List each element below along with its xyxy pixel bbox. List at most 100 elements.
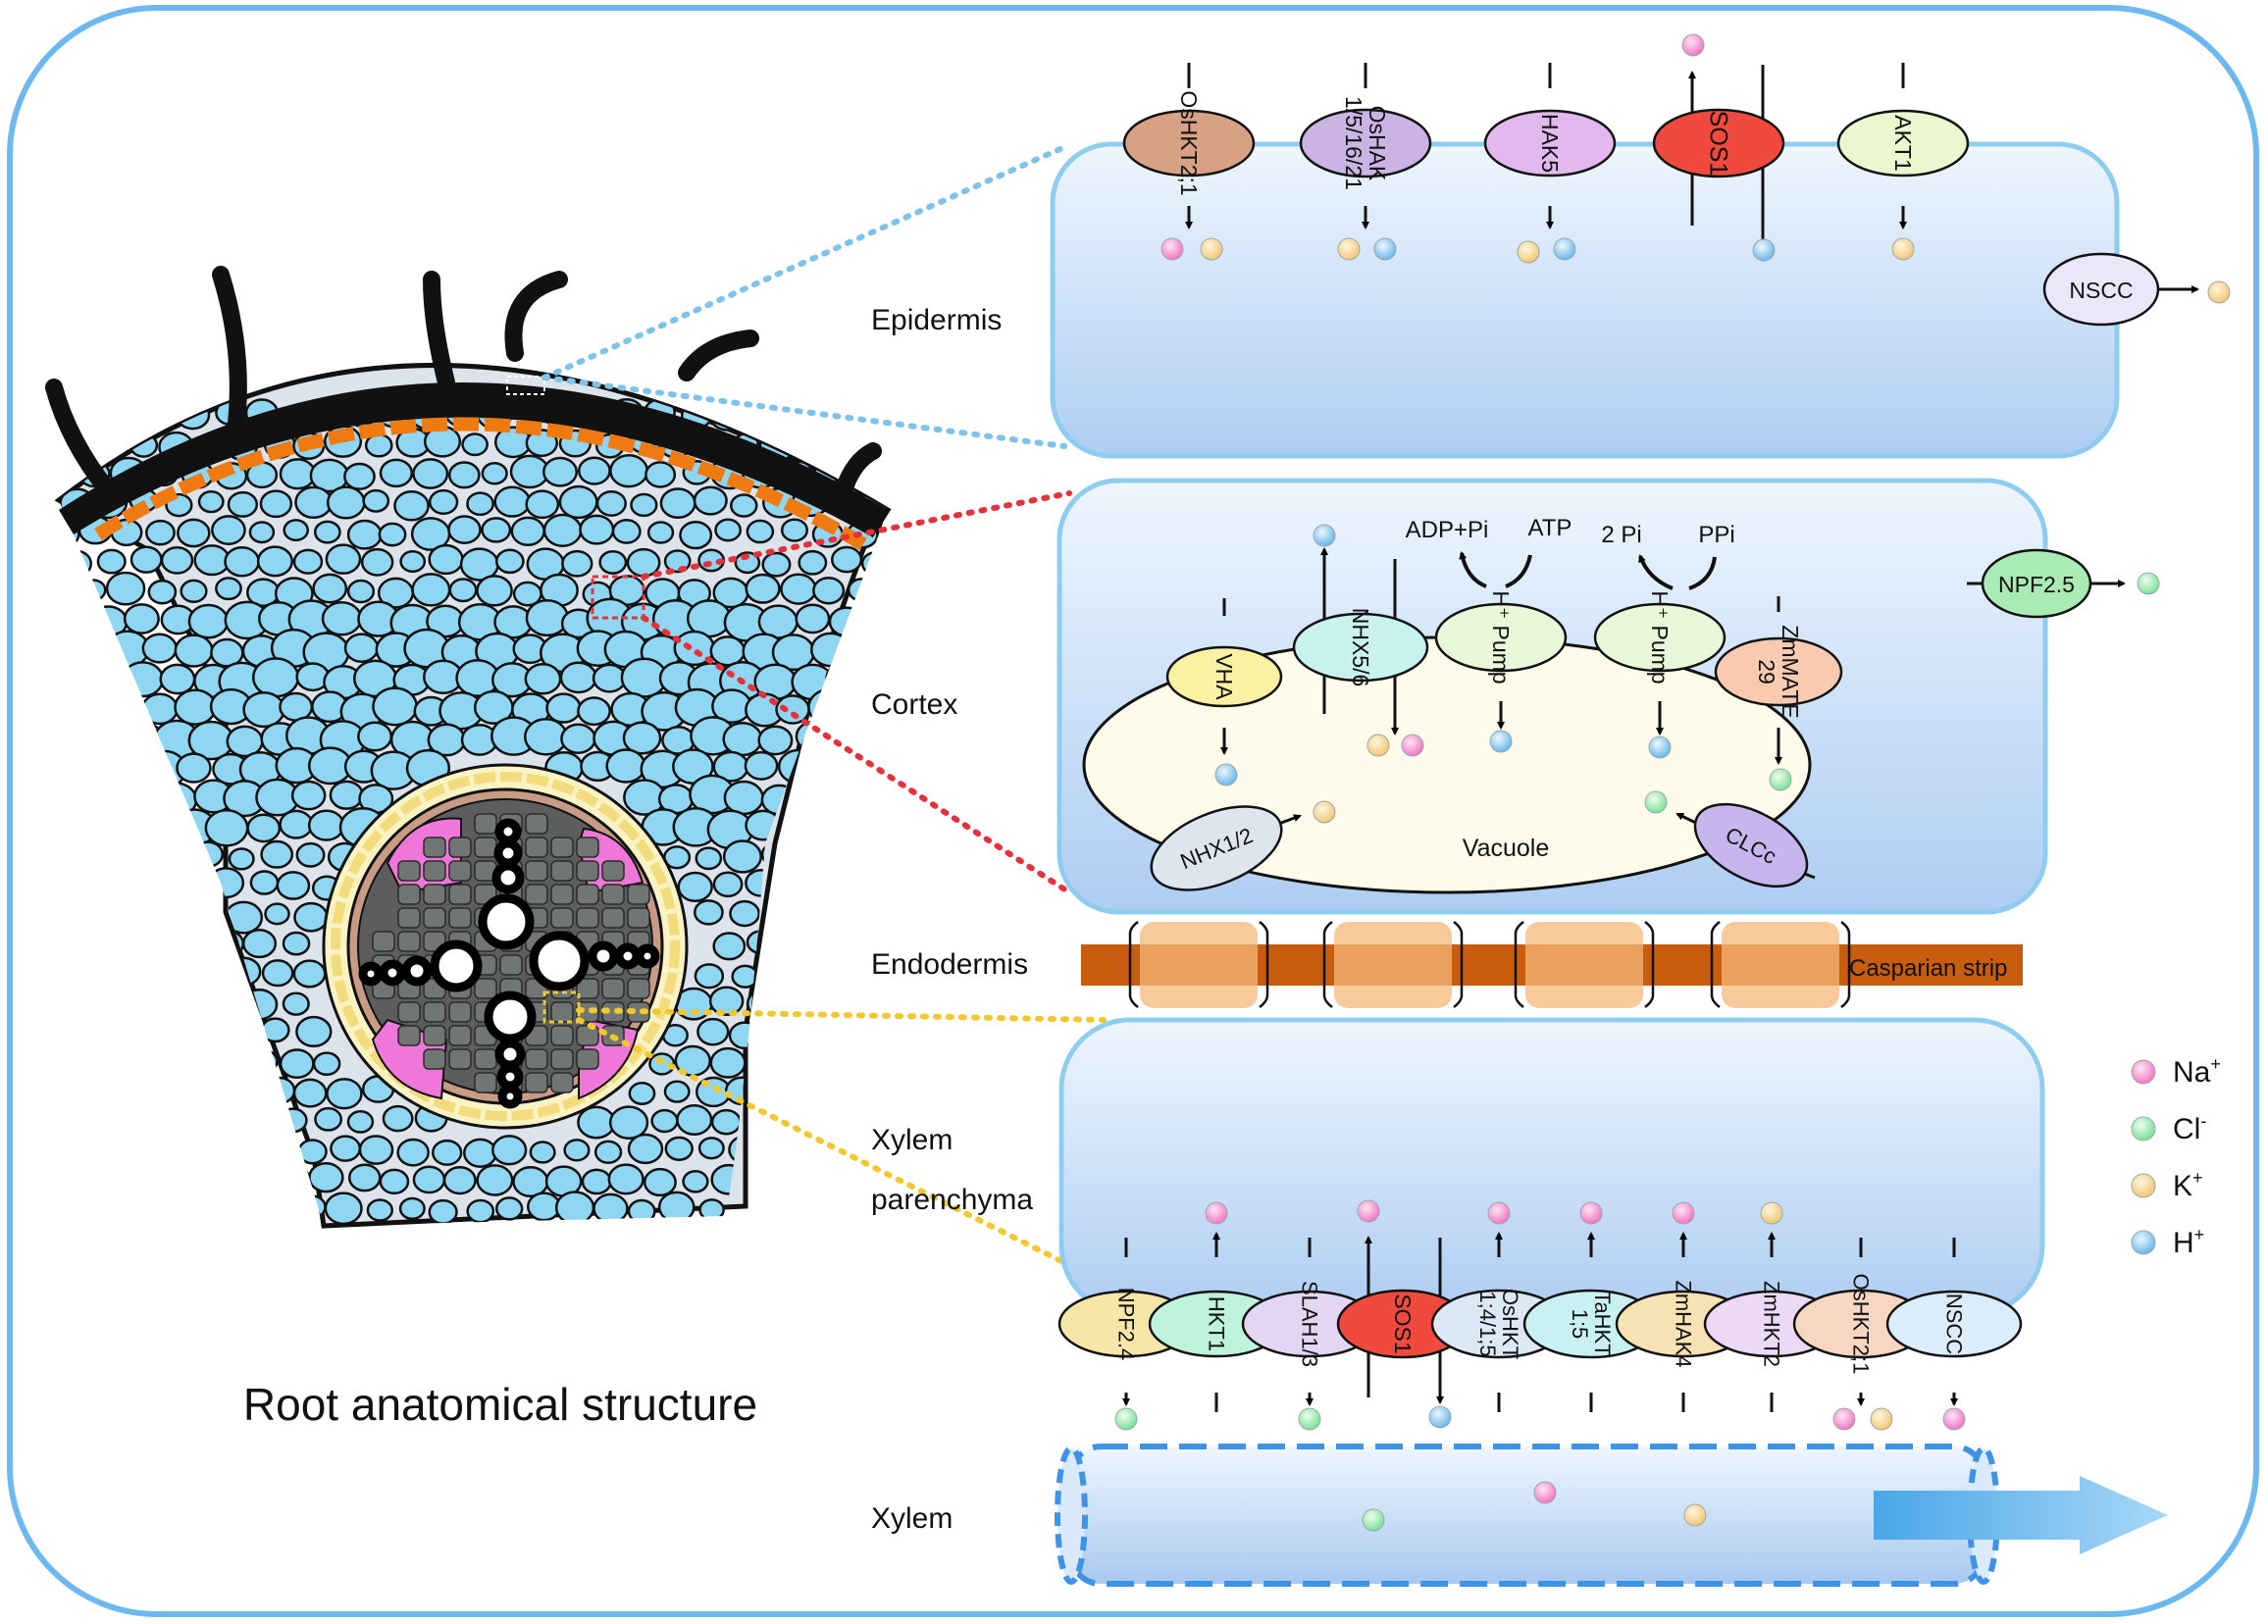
proton-ion: [1214, 763, 1238, 787]
transporter-epidermis-3: SOS1: [1652, 108, 1785, 178]
transporter-epidermis-1: OsHAK1/5/16/21: [1299, 96, 1432, 190]
potassium-ion: [1870, 1407, 1893, 1431]
transporter-label: ZmHKT2: [1759, 1281, 1783, 1367]
transporter-nscc-epidermis: [2042, 252, 2160, 327]
two-pi-label: 2 Pi: [1601, 522, 1641, 548]
potassium-ion: [1760, 1201, 1783, 1225]
potassium-ion: [2131, 1173, 2156, 1198]
transporter-cortex-2: H⁺ Pump: [1434, 590, 1568, 685]
transporter-label: AKT1: [1890, 115, 1916, 172]
transporter-cortex-3: H⁺ Pump: [1593, 590, 1727, 685]
chloride-ion: [2131, 1116, 2156, 1142]
transporter-xylem-parenchyma-2: SLAH1/3: [1241, 1281, 1378, 1367]
transporter-label: OsHAK1/5/16/21: [1341, 96, 1390, 190]
transporter-xylem-parenchyma-3: SOS1: [1336, 1289, 1469, 1359]
flow-arrow: [1874, 1476, 2168, 1554]
legend-label-na: Na+: [2173, 1054, 2221, 1089]
transporter-label: SOS1: [1390, 1294, 1416, 1353]
endodermis-casparian: Casparian strip: [1081, 921, 2023, 1008]
transporter-label: SOS1: [1704, 111, 1731, 177]
transporter-label: NPF2.5: [1998, 572, 2075, 597]
potassium-ion: [1891, 237, 1915, 261]
transporter-cortex-1: NHX5/6: [1292, 608, 1429, 687]
transporter-label: TaHKT1;5: [1568, 1291, 1615, 1356]
transporter-epidermis-2: HAK5: [1483, 109, 1617, 178]
transporter-label: H⁺ Pump: [1488, 590, 1514, 684]
casparian-band-1: [1322, 921, 1464, 1008]
ion-legend: Na+ Cl- K+ H+: [2131, 1054, 2221, 1259]
stele: [322, 763, 689, 1130]
proton-ion: [1553, 237, 1576, 261]
transporter-cortex-4: ZmMATE29: [1714, 625, 1843, 719]
hypodermis-band: [94, 417, 867, 551]
sodium-ion: [1533, 1481, 1557, 1504]
potassium-ion: [1683, 1503, 1707, 1527]
label-xylem-parenchyma-2: parenchyma: [871, 1184, 1033, 1216]
transporter-epidermis-0: OsHKT2;1: [1122, 90, 1256, 196]
potassium-ion: [1517, 240, 1540, 264]
transporter-label: ZmHAK4: [1671, 1280, 1695, 1367]
transporter-label: NPF2.4: [1113, 1288, 1138, 1361]
transporter-label: HKT1: [1204, 1296, 1228, 1351]
transporter-label: ZmMATE29: [1754, 625, 1803, 718]
legend-label-k: K+: [2173, 1168, 2203, 1202]
root-hairs: [45, 266, 882, 499]
sodium-ion: [1579, 1201, 1603, 1225]
transporter-label: OsHKT2;1: [1176, 90, 1202, 195]
ppi-label: PPi: [1698, 522, 1734, 548]
potassium-ion: [1200, 237, 1223, 261]
proton-ion: [1489, 730, 1513, 753]
sodium-ion: [1832, 1407, 1856, 1431]
pump-energy-arcs: [1459, 551, 1717, 590]
sodium-ion: [1205, 1201, 1228, 1225]
label-xylem-parenchyma-1: Xylem: [871, 1124, 953, 1156]
transporter-label: VHA: [1211, 653, 1237, 700]
transporter-label: SLAH1/3: [1297, 1281, 1321, 1367]
casparian-label: Casparian strip: [1849, 955, 2007, 982]
transporter-cortex-7: CLCc: [1693, 802, 1809, 888]
transporter-label: OsHKT2;1: [1848, 1274, 1873, 1375]
casparian-band-2: [1514, 921, 1655, 1008]
chloride-ion: [1769, 768, 1792, 791]
label-xylem: Xylem: [871, 1502, 953, 1535]
free-ions: [1362, 1481, 1707, 1532]
transporter-cortex-6: NHX1/2: [1150, 805, 1283, 891]
adp-pi-label: ADP+Pi: [1406, 517, 1489, 543]
sodium-ion: [1357, 1199, 1380, 1223]
transporter-label: NSCC: [2069, 278, 2133, 303]
chloride-ion: [1362, 1508, 1385, 1532]
proton-ion: [1313, 524, 1336, 547]
transporter-npf25: [1981, 548, 2092, 619]
root-title: Root anatomical structure: [243, 1379, 757, 1430]
proton-ion: [1428, 1405, 1452, 1429]
sodium-ion: [2131, 1059, 2156, 1085]
potassium-ion: [1313, 800, 1336, 824]
sodium-ion: [1487, 1201, 1511, 1225]
legend-label-h: H+: [2173, 1225, 2204, 1259]
proton-ion: [2131, 1230, 2156, 1255]
sodium-ion: [1681, 33, 1705, 57]
atp-label: ATP: [1528, 515, 1572, 541]
proton-ion: [1648, 736, 1672, 759]
transporter-xylem-parenchyma-9: NSCC: [1885, 1290, 2023, 1358]
transporter-label: HAK5: [1537, 114, 1563, 173]
chloride-ion: [2137, 572, 2160, 595]
cortex-zoom-box: [591, 575, 645, 620]
label-endodermis: Endodermis: [871, 948, 1028, 981]
connector-lines: [541, 144, 1107, 1283]
xylem-vessel: [1055, 1444, 2168, 1587]
casparian-band-0: [1128, 921, 1269, 1008]
chloride-ion: [1114, 1407, 1138, 1431]
xylem-parenchyma-panel: [1058, 1017, 2045, 1317]
transporter-label: NHX5/6: [1348, 608, 1373, 687]
proton-ion: [1373, 237, 1397, 261]
chloride-ion: [1298, 1407, 1321, 1431]
legend-label-cl: Cl-: [2173, 1111, 2206, 1145]
vacuole-label: Vacuole: [1463, 835, 1550, 862]
transporter-epidermis-4: AKT1: [1836, 109, 1970, 178]
sodium-ion: [1672, 1201, 1695, 1225]
sodium-ion: [1942, 1407, 1966, 1431]
